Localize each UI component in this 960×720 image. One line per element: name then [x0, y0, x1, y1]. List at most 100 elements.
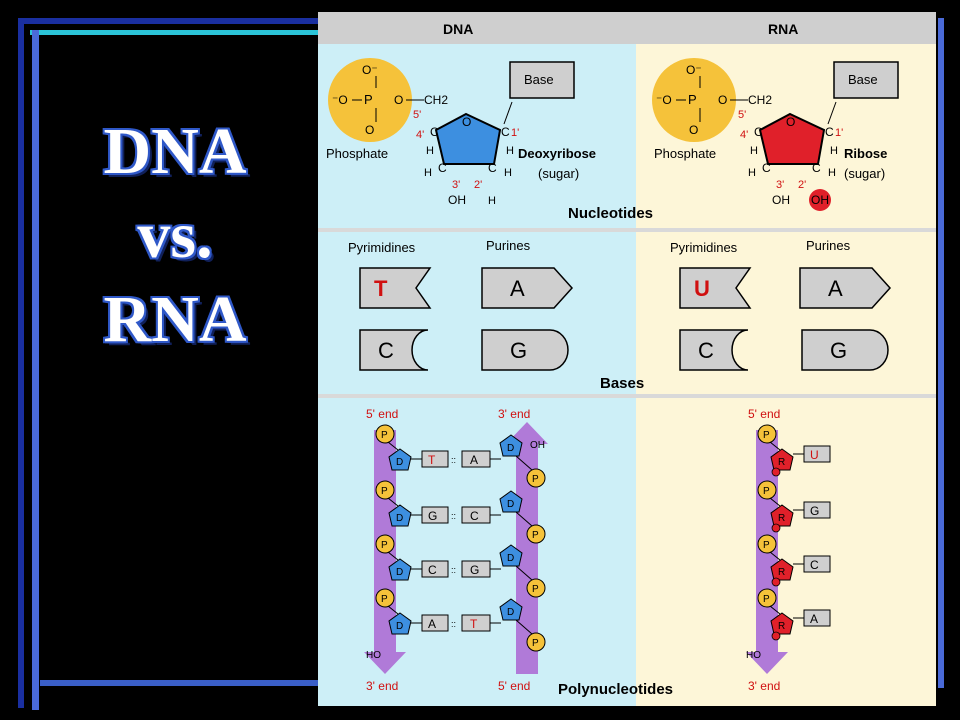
- dna-c3-atom: C: [438, 161, 447, 175]
- rna-h3: H: [748, 167, 756, 179]
- dna-h3: H: [424, 167, 432, 179]
- dna-base-c-shape: [359, 329, 429, 371]
- rna-phosphate-circle: [652, 58, 736, 142]
- header-rna: RNA: [768, 21, 798, 37]
- dna-base-bond: [503, 101, 513, 125]
- frame-bar-top-outer: [18, 18, 318, 24]
- dna-left-backbone-4: [387, 605, 399, 615]
- dna-c1: 1': [511, 127, 519, 139]
- dna-base-label: Base: [524, 72, 554, 87]
- dna-pair-2-left-box: [421, 506, 449, 524]
- dna-right-sugar-1-shape: [499, 434, 523, 457]
- dna-base-g-shape: [481, 329, 569, 371]
- dna-right-backbone-4: [515, 619, 533, 635]
- rna-c4: 4': [740, 129, 748, 141]
- dna-right-phosphate-1-circle: [526, 468, 546, 488]
- dna-nucleotide: O⁻ ⁻O P O O CH2 5' O C 4' C 1' C 3' C 2'…: [326, 58, 596, 207]
- rna-ho: HO: [746, 650, 761, 661]
- dna-pyrimidines-label: Pyrimidines: [348, 240, 416, 255]
- dna-base-g: G: [510, 338, 527, 363]
- rna-sugar-oh-1: [771, 467, 781, 477]
- nucleotides-section-label: Nucleotides: [568, 205, 653, 222]
- dna-right-sugar-1-label: D: [507, 443, 514, 454]
- dna-base-a-shape: [481, 267, 574, 309]
- rna-h1: H: [830, 145, 838, 157]
- dna-pair-3-left-box: [421, 560, 449, 578]
- dna-right-oh: OH: [530, 440, 545, 451]
- dna-right-sugar-3-shape: [499, 544, 523, 567]
- rna-nucleotide: O⁻ ⁻O P O O CH2 5' O C 4' C 1' C 3' C 2'…: [652, 58, 899, 211]
- rna-phos-o-left: ⁻O: [656, 93, 672, 107]
- dna-base-t: T: [374, 276, 388, 301]
- dna-left-sugar-3-shape: [388, 558, 412, 581]
- rna-sugar-oh-2: [771, 523, 781, 533]
- rna-sugar-3-shape: [770, 558, 794, 581]
- rna-phosphate-2-circle: [757, 480, 777, 500]
- deoxyribose-label: Deoxyribose: [518, 146, 596, 161]
- dna-c1-atom: C: [501, 125, 510, 139]
- dna-right-phosphate-2-label: P: [532, 530, 539, 541]
- dna-right-backbone-1: [515, 455, 533, 471]
- dna-h2: H: [504, 167, 512, 179]
- rna-base-box-4: [803, 609, 831, 627]
- dna-right-phosphate-3-circle: [526, 578, 546, 598]
- rna-base-2: G: [810, 504, 819, 518]
- dna-left-backbone-3: [387, 551, 399, 561]
- rna-phos-p: P: [688, 92, 697, 107]
- bases-section-label: Bases: [600, 375, 644, 392]
- rna-phosphate-3-circle: [757, 534, 777, 554]
- dna-base-a: A: [510, 276, 525, 301]
- dna-rna-diagram: DNA RNA O⁻ ⁻O P O O CH2 5' O C 4' C 1' C…: [318, 12, 936, 706]
- frame-bar-right: [938, 18, 944, 688]
- dna-base-t-shape: [359, 267, 432, 309]
- dna-phos-p: P: [364, 92, 373, 107]
- rna-base-c: C: [698, 338, 714, 363]
- dna-left-ho: HO: [366, 650, 381, 661]
- dna-right-5end: 5' end: [498, 679, 530, 693]
- dna-left-sugar-2-label: D: [396, 513, 403, 524]
- rna-h2: H: [828, 167, 836, 179]
- rna-c3: 3': [776, 179, 784, 191]
- dna-right-phosphate-4-circle: [526, 632, 546, 652]
- title-rna: RNA: [103, 283, 247, 356]
- rna-base-3: C: [810, 558, 819, 572]
- dna-pair-1-right-base: A: [470, 453, 478, 467]
- dna-right-3end: 3' end: [498, 407, 530, 421]
- rna-c1: 1': [835, 127, 843, 139]
- rna-h4: H: [750, 145, 758, 157]
- dna-phos-o-top: O⁻: [362, 63, 378, 77]
- title-vs: vs.: [137, 199, 213, 272]
- rna-base-a: A: [828, 276, 843, 301]
- rna-oh2: OH: [811, 193, 829, 207]
- dna-right-sugar-3-label: D: [507, 553, 514, 564]
- rna-base-label: Base: [848, 72, 878, 87]
- dna-pair-2-right-base: C: [470, 509, 479, 523]
- dna-pair-2-hbond: ::: [451, 511, 456, 521]
- rna-base-box-2: [803, 501, 831, 519]
- dna-sugar-label: (sugar): [538, 166, 579, 181]
- rna-backbone-2: [769, 497, 781, 507]
- dna-pair-3-hbond: ::: [451, 565, 456, 575]
- dna-phos-o-right: O: [394, 93, 403, 107]
- rna-base-u: U: [694, 276, 710, 301]
- dna-left-phosphate-2-circle: [375, 480, 395, 500]
- rna-base-c-shape: [679, 329, 749, 371]
- header-bar: [318, 12, 936, 44]
- dna-pair-4-hbond: ::: [451, 619, 456, 629]
- dna-pair-3-right-base: G: [470, 563, 479, 577]
- dna-left-backbone-1: [387, 441, 399, 451]
- dna-phos-o-left: ⁻O: [332, 93, 348, 107]
- dna-right-phosphate-3-label: P: [532, 584, 539, 595]
- rna-sugar-2-label: R: [778, 513, 785, 524]
- rna-sugar-1-shape: [770, 448, 794, 471]
- dna-base-c: C: [378, 338, 394, 363]
- dna-pair-2-left-base: G: [428, 509, 437, 523]
- dna-c5: 5': [413, 109, 421, 121]
- rna-oh3: OH: [772, 193, 790, 207]
- rna-base-g: G: [830, 338, 847, 363]
- dna-pair-4-left-base: A: [428, 617, 436, 631]
- rna-phos-o-right: O: [718, 93, 727, 107]
- dna-pair-1-hbond: ::: [451, 455, 456, 465]
- ribose-ring: [758, 112, 826, 165]
- dna-c4: 4': [416, 129, 424, 141]
